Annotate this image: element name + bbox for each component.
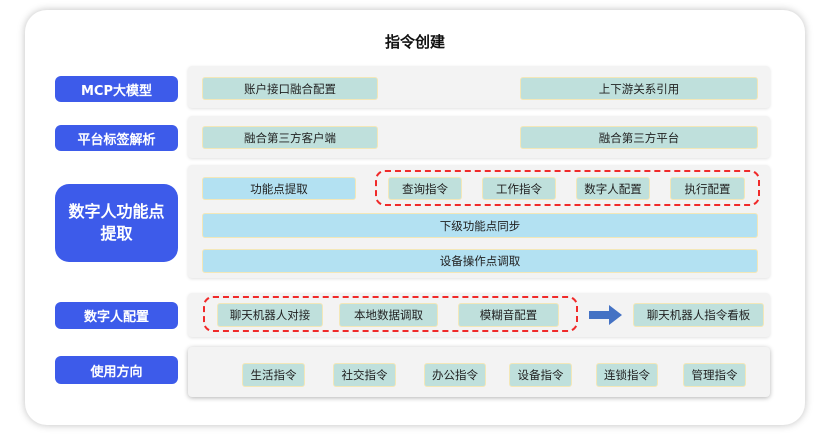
- box-work-command: 工作指令: [482, 177, 556, 200]
- row-label-platform: 平台标签解析: [55, 125, 178, 151]
- box-social-command: 社交指令: [333, 363, 396, 387]
- box-sub-function-sync: 下级功能点同步: [202, 213, 758, 238]
- box-digital-human-config: 数字人配置: [576, 177, 650, 200]
- row-label-mcp: MCP大模型: [55, 76, 178, 102]
- dashed-group-commands: [375, 170, 760, 206]
- row-label-function-extract: 数字人功能点提取: [55, 184, 178, 262]
- box-query-command: 查询指令: [388, 177, 462, 200]
- box-third-party-platform: 融合第三方平台: [520, 126, 758, 149]
- box-third-party-client: 融合第三方客户端: [202, 126, 378, 149]
- dashed-group-config: [203, 296, 578, 332]
- box-chain-command: 连锁指令: [596, 363, 658, 387]
- box-local-data: 本地数据调取: [339, 303, 438, 327]
- box-chatbot-board: 聊天机器人指令看板: [633, 303, 764, 327]
- box-device-command: 设备指令: [509, 363, 572, 387]
- box-function-extract: 功能点提取: [202, 177, 356, 200]
- row-label-digital-config: 数字人配置: [55, 302, 178, 329]
- arrow-right-icon: [589, 305, 622, 325]
- box-fuzzy-sound: 模糊音配置: [458, 303, 559, 327]
- box-exec-config: 执行配置: [670, 177, 745, 200]
- box-life-command: 生活指令: [242, 363, 305, 387]
- box-upstream-downstream: 上下游关系引用: [520, 77, 758, 100]
- box-account-interface: 账户接口融合配置: [202, 77, 378, 100]
- diagram-title: 指令创建: [384, 33, 445, 51]
- box-manage-command: 管理指令: [683, 363, 746, 387]
- box-office-command: 办公指令: [424, 363, 486, 387]
- box-device-operation: 设备操作点调取: [202, 249, 758, 273]
- box-chatbot-connect: 聊天机器人对接: [217, 303, 323, 327]
- row-label-usage: 使用方向: [55, 356, 178, 384]
